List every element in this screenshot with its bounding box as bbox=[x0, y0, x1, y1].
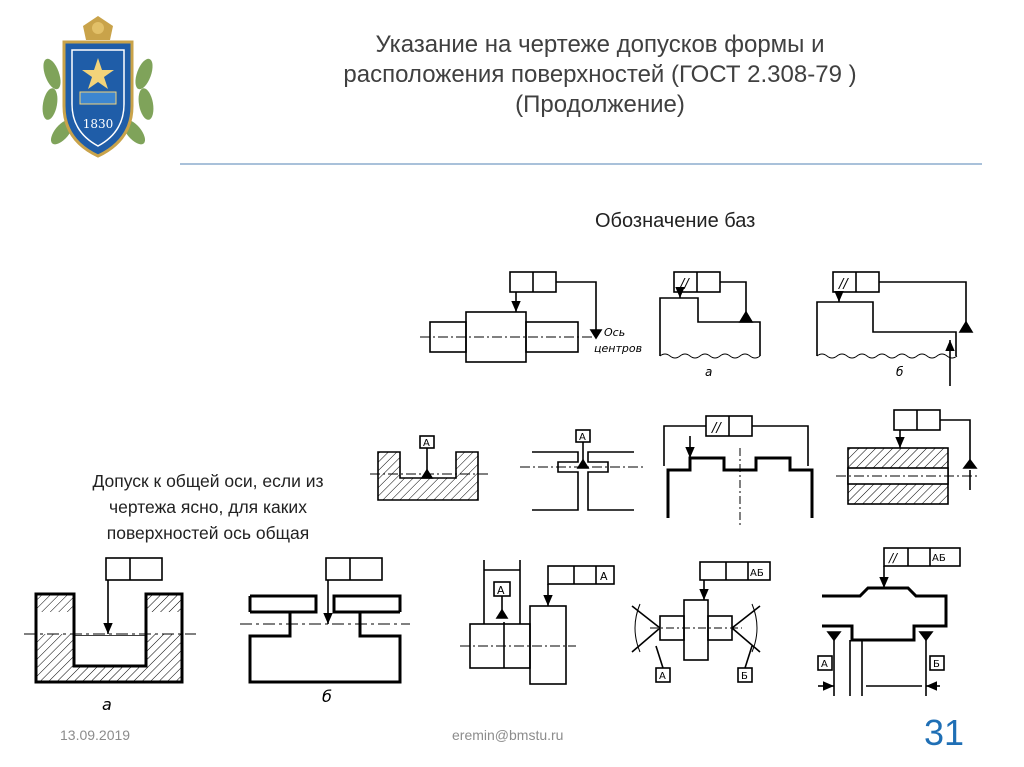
figure-shaft-two-datums: АБ А Б bbox=[631, 561, 771, 683]
axis-label-1: Ось bbox=[604, 326, 625, 339]
datum-a-label: А bbox=[659, 671, 666, 682]
figure-slotted-block: А bbox=[520, 429, 646, 511]
title-line-1: Указание на чертеже допусков формы и bbox=[375, 31, 825, 58]
datum-ab-label: АБ bbox=[932, 553, 946, 564]
note-line-2: чертежа ясно, для каких bbox=[109, 497, 307, 517]
figure-hatched-shaft bbox=[836, 409, 980, 505]
figure-block-two-datums: // АБ А Б bbox=[817, 547, 961, 696]
common-axis-note: Допуск к общей оси, если из чертежа ясно… bbox=[50, 468, 366, 546]
parallel-symbol: // bbox=[888, 551, 899, 565]
datum-ab-label: АБ bbox=[750, 568, 764, 579]
label-a: а bbox=[705, 365, 712, 379]
figure-hatched-channel: А bbox=[370, 435, 488, 501]
logo-year: 1830 bbox=[83, 117, 114, 131]
label-b: б bbox=[322, 687, 332, 706]
datum-a-label: А bbox=[497, 584, 505, 597]
parallel-symbol: // bbox=[838, 277, 849, 292]
datum-a-label: А bbox=[821, 659, 828, 670]
bmstu-logo: 1830 bbox=[42, 16, 154, 158]
figure-bold-stepped-part: // bbox=[663, 415, 814, 528]
note-line-1: Допуск к общей оси, если из bbox=[92, 471, 324, 491]
parallel-symbol: // bbox=[711, 421, 722, 436]
star bbox=[82, 58, 114, 89]
label-b: б bbox=[896, 365, 904, 379]
figure-step-a: // а bbox=[659, 271, 761, 379]
title-line-3: (Продолжение) bbox=[515, 91, 685, 118]
footer-date: 13.09.2019 bbox=[60, 727, 131, 743]
datum-b-label: Б bbox=[741, 671, 748, 682]
label-a: а bbox=[102, 695, 112, 714]
axis-label-2: центров bbox=[594, 342, 642, 355]
datum-a-label: А bbox=[579, 432, 586, 443]
slide-title: Указание на чертеже допусков формы и рас… bbox=[250, 30, 950, 120]
datum-a-label: А bbox=[423, 438, 430, 449]
figure-step-b: // б bbox=[816, 271, 974, 386]
note-line-3: поверхностей ось общая bbox=[106, 523, 310, 543]
title-divider bbox=[180, 163, 982, 165]
bases-heading: Обозначение баз bbox=[595, 210, 756, 232]
eagle-emblem bbox=[83, 16, 113, 40]
figure-u-section-a: а bbox=[24, 557, 196, 714]
figure-slotted-bar-b: б bbox=[240, 557, 410, 706]
figure-shaft-axis: Ось центров bbox=[420, 271, 642, 363]
datum-b-label: Б bbox=[933, 659, 940, 670]
datum-a-label: А bbox=[600, 570, 608, 583]
title-line-2: расположения поверхностей (ГОСТ 2.308-79… bbox=[343, 61, 857, 88]
slide-number: 31 bbox=[924, 712, 965, 753]
parallel-symbol: // bbox=[679, 277, 690, 292]
figure-stepped-shaft-datum: А А bbox=[460, 560, 615, 685]
footer-email: eremin@bmstu.ru bbox=[452, 727, 564, 743]
